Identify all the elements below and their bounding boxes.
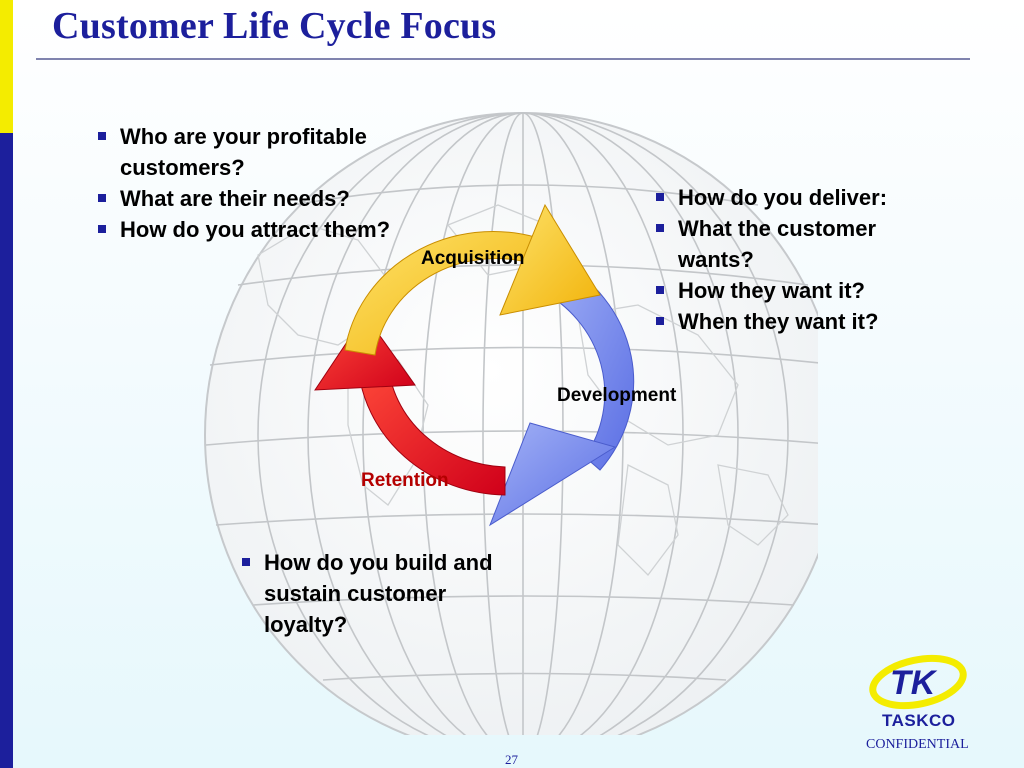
bullet-square-icon: [656, 193, 664, 201]
bullet-square-icon: [656, 317, 664, 325]
bullet-square-icon: [98, 194, 106, 202]
left-accent-bar-blue: [0, 133, 13, 768]
bullet-square-icon: [242, 558, 250, 566]
acquisition-questions: Who are your profitable customers? What …: [96, 121, 396, 245]
left-accent-bar-yellow: [0, 0, 13, 133]
taskco-logo-icon: TK: [869, 654, 967, 710]
list-item: How do you build and sustain customer lo…: [240, 547, 510, 640]
life-cycle-diagram: [314, 203, 635, 527]
list-item: What the customer wants?: [654, 213, 944, 275]
title-divider: [36, 58, 970, 60]
list-item: What are their needs?: [96, 183, 396, 214]
list-item: Who are your profitable customers?: [96, 121, 396, 183]
list-item: How do you attract them?: [96, 214, 396, 245]
stage-label-retention: Retention: [361, 470, 449, 491]
svg-text:TK: TK: [890, 664, 938, 702]
development-questions: How do you deliver: What the customer wa…: [654, 182, 944, 337]
bullet-square-icon: [98, 225, 106, 233]
development-arrow: [488, 259, 635, 527]
stage-label-acquisition: Acquisition: [421, 248, 525, 269]
list-item: How they want it?: [654, 275, 944, 306]
stage-label-development: Development: [557, 385, 677, 406]
bullet-square-icon: [656, 286, 664, 294]
globe-background-icon: [204, 112, 818, 735]
confidential-label: CONFIDENTIAL: [866, 737, 969, 752]
bullet-square-icon: [98, 132, 106, 140]
page-number: 27: [505, 752, 518, 767]
retention-questions: How do you build and sustain customer lo…: [240, 547, 510, 640]
list-item: How do you deliver:: [654, 182, 944, 213]
slide-title: Customer Life Cycle Focus: [52, 5, 497, 47]
retention-arrow: [314, 314, 506, 496]
list-item: When they want it?: [654, 306, 944, 337]
acquisition-arrow: [344, 203, 601, 356]
bullet-square-icon: [656, 224, 664, 232]
taskco-wordmark: TASKCO: [882, 711, 956, 730]
